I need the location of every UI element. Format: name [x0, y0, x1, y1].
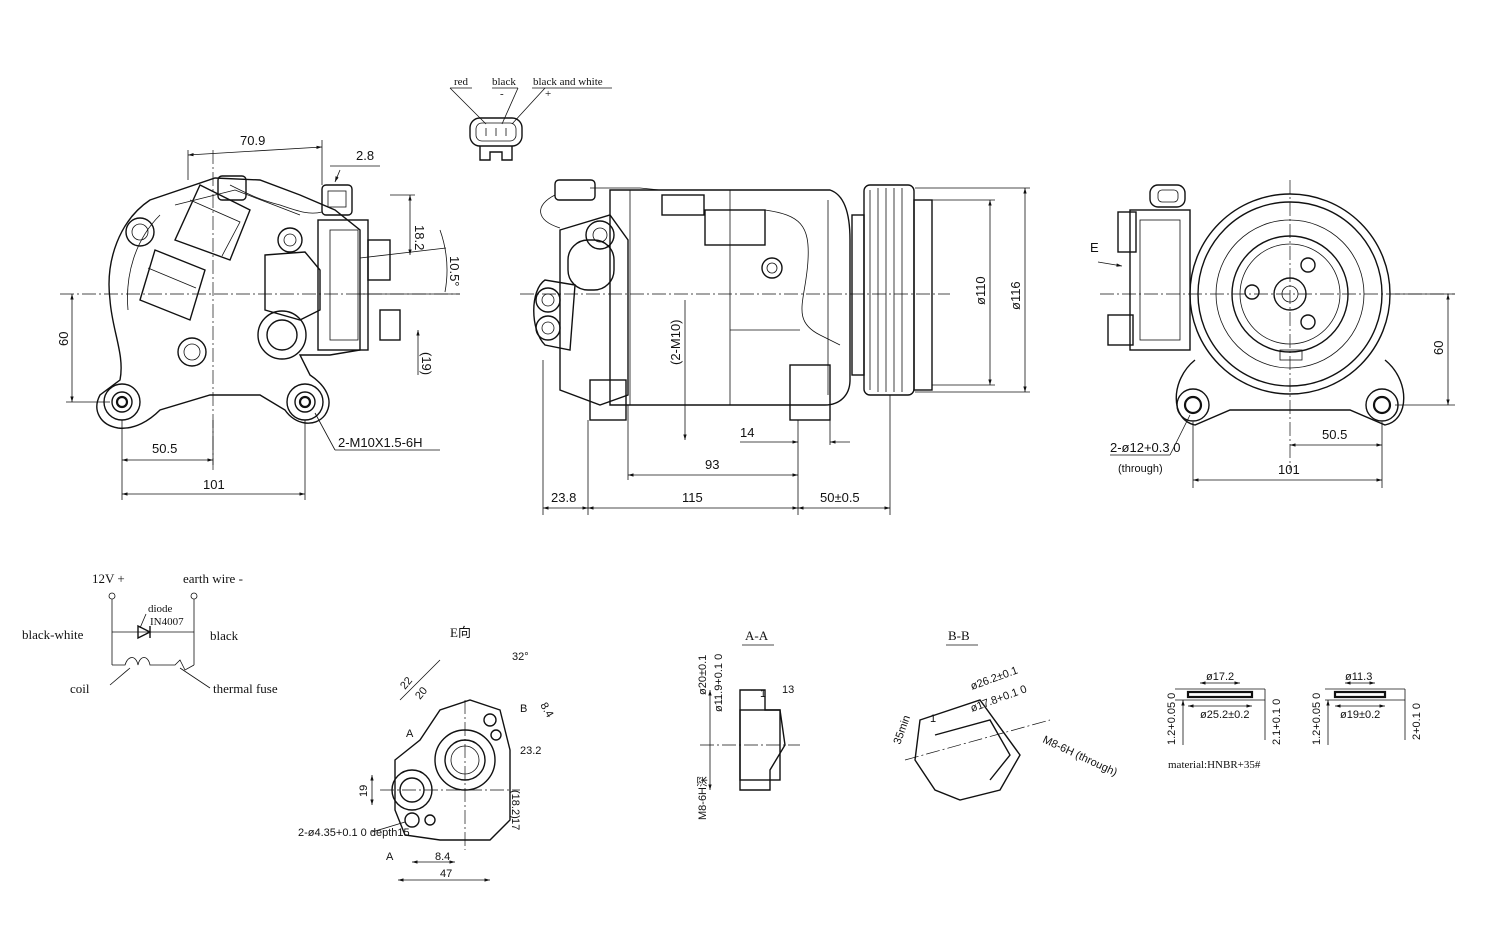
e-dim-18-2: (18.2) [509, 790, 521, 819]
o-ring-details: ø17.2 ø25.2±0.2 1.2+0.05 0 2.1+0.1 0 mat… [1166, 671, 1423, 771]
dim-left-60: 60 [56, 332, 71, 346]
e-dim-8-4b: 8.4 [435, 851, 450, 863]
aa-dim-11-9: ø11.9+0.1 0 [713, 654, 725, 712]
wiring-coil: coil [70, 681, 90, 696]
dim-dia-110: ø110 [973, 276, 988, 305]
wiring-diagram: 12V + earth wire - diode IN4007 black-wh… [22, 571, 278, 696]
dim-left-50-5: 50.5 [152, 441, 177, 456]
dim-center-93: 93 [705, 457, 719, 472]
e-dim-19: 19 [358, 785, 370, 797]
ring2-outer: ø19±0.2 [1340, 709, 1380, 721]
section-a-title: A-A [745, 628, 769, 643]
dim-left-101: 101 [203, 477, 225, 492]
left-view-compressor: 70.9 2.8 18.2 10.5° (19) 60 50.5 101 2-M… [56, 133, 462, 500]
dim-center-23-8: 23.8 [551, 490, 576, 505]
wire-label-black-white: black and white [533, 76, 603, 88]
ring2-inner: ø11.3 [1345, 671, 1372, 683]
wiring-earth: earth wire - [183, 571, 243, 586]
dim-left-70-9: 70.9 [240, 133, 265, 148]
e-marker-b: B [520, 703, 527, 715]
e-view: E向 22 20 32° 8.4 B A A 23.2 (18.2) 17 19… [298, 625, 555, 882]
section-b-title: B-B [948, 628, 970, 643]
wiring-12v: 12V + [92, 571, 125, 586]
dim-left-18-2: 18.2 [412, 225, 427, 250]
bb-thread: M8-6H (through) [1041, 734, 1119, 779]
bb-dim-1: 1 [930, 713, 936, 725]
e-hole-callout: 2-ø4.35+0.1 0 depth15 [298, 827, 410, 839]
dim-2-m10: (2-M10) [668, 319, 683, 365]
ring1-width: 2.1+0.1 0 [1271, 699, 1283, 745]
ring1-outer: ø25.2±0.2 [1200, 709, 1249, 721]
dim-left-10-5: 10.5° [447, 256, 462, 287]
dim-center-115: 115 [682, 490, 703, 505]
e-dim-47: 47 [440, 868, 452, 880]
aa-dim-13: 13 [782, 684, 794, 696]
wiring-black: black [210, 628, 239, 643]
wire-minus: - [500, 88, 504, 100]
dim-right-50-5: 50.5 [1322, 427, 1347, 442]
center-side-view: ø110 ø116 (2-M10) 14 93 23.8 115 50±0.5 [520, 179, 1030, 515]
e-dim-23-2: 23.2 [520, 745, 541, 757]
ring2-thick: 1.2+0.05 0 [1311, 693, 1323, 745]
dim-left-19: (19) [419, 352, 434, 375]
aa-dim-1: 1 [760, 688, 766, 700]
hole-through: (through) [1118, 463, 1163, 475]
dim-right-101: 101 [1278, 462, 1300, 477]
view-e-marker: E [1090, 240, 1099, 255]
dim-dia-116: ø116 [1008, 281, 1023, 310]
dim-left-2-8: 2.8 [356, 148, 374, 163]
e-view-title: E向 [450, 625, 471, 640]
e-dim-22: 22 [398, 675, 415, 692]
wire-label-red: red [454, 76, 469, 88]
wiring-thermal-fuse: thermal fuse [213, 681, 278, 696]
dim-center-50: 50±0.5 [820, 490, 860, 505]
e-dim-20: 20 [413, 685, 430, 702]
thread-callout: 2-M10X1.5-6H [338, 435, 423, 450]
wiring-diode-part: IN4007 [150, 616, 184, 628]
e-marker-a: A [406, 728, 414, 740]
bb-dim-35min: 35min [892, 714, 914, 746]
wiring-diode: diode [148, 603, 173, 615]
wiring-black-white: black-white [22, 627, 84, 642]
right-front-view: E 60 50.5 101 2-ø12+0.3 0 (through) [1090, 180, 1455, 488]
section-a-a: A-A ø20±0.1 ø11.9+0.1 0 13 1 M8-6H深 [696, 628, 800, 820]
e-dim-32: 32° [512, 651, 529, 663]
e-dim-17: 17 [509, 818, 521, 830]
dim-right-60: 60 [1431, 341, 1446, 355]
wire-plus: + [545, 88, 551, 100]
section-b-b: B-B ø26.2±0.1 ø17.8+0.1 0 35min 1 M8-6H … [892, 628, 1119, 801]
dim-center-14: 14 [740, 425, 754, 440]
e-marker-a2: A [386, 851, 394, 863]
oring-material: material:HNBR+35# [1168, 759, 1261, 771]
connector-detail: red black black and white - + [449, 76, 612, 161]
ring1-inner: ø17.2 [1206, 671, 1234, 683]
ring2-width: 2+0.1 0 [1411, 703, 1423, 740]
aa-dim-20: ø20±0.1 [697, 655, 709, 695]
ring1-thick: 1.2+0.05 0 [1166, 693, 1178, 745]
wire-label-black: black [492, 76, 516, 88]
aa-thread: M8-6H深 [696, 776, 709, 820]
e-dim-8-4a: 8.4 [537, 701, 555, 720]
hole-callout: 2-ø12+0.3 0 [1110, 440, 1180, 455]
